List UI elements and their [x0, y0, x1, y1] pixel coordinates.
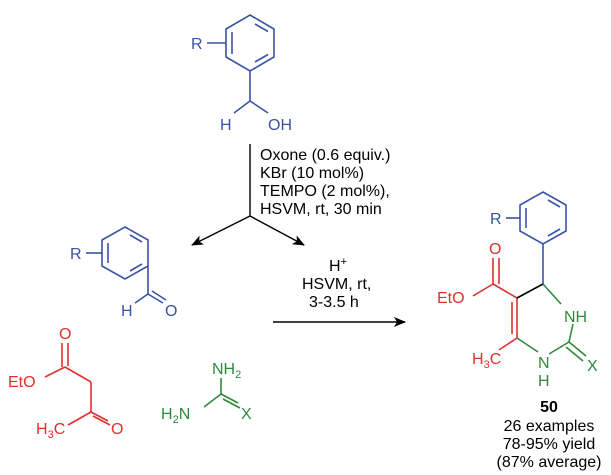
oxidation-arrows	[191, 144, 305, 246]
product-eto-label: EtO	[437, 290, 465, 307]
benzyl-alcohol-h-label: H	[220, 117, 232, 134]
arrow-to-product-branch	[249, 215, 305, 246]
product-methyl-label: H3C	[472, 351, 501, 371]
product-ring-h-label: H	[538, 373, 550, 390]
examples-count: 26 examples	[504, 418, 595, 435]
benzaldehyde-o-label: O	[165, 303, 177, 320]
benzyl-alcohol-oh-label: OH	[268, 117, 292, 134]
product-summary: 26 examples 78-95% yield (87% average)	[497, 418, 602, 471]
product-urea-fragment	[516, 283, 587, 362]
tempo-condition: TEMPO (2 mol%),	[260, 183, 390, 200]
product-phenyl-ring	[519, 191, 567, 245]
yield-range: 78-95% yield	[503, 436, 596, 453]
product-aryl	[506, 191, 567, 284]
cyclization-conditions: H+ HSVM, rt, 3-3.5 h	[302, 256, 371, 311]
urea-h2n-label: H2N	[161, 406, 190, 426]
oxone-condition: Oxone (0.6 equiv.)	[260, 147, 390, 164]
acetoacetate-eto-label: EtO	[8, 374, 36, 391]
ethyl-acetoacetate-structure	[44, 343, 111, 426]
urea-x-label: X	[241, 406, 252, 423]
benzyl-alcohol-structure	[207, 14, 275, 114]
hsvm-condition: HSVM, rt, 30 min	[260, 201, 382, 218]
product-carbonyl-o-label: O	[489, 241, 501, 258]
product-ring-bonds	[516, 283, 544, 299]
oxidation-conditions: Oxone (0.6 equiv.) KBr (10 mol%) TEMPO (…	[260, 147, 390, 218]
kbr-condition: KBr (10 mol%)	[260, 165, 364, 182]
acetoacetate-methyl-label: H3C	[36, 421, 65, 441]
cyclization-hsvm-condition: HSVM, rt,	[302, 276, 371, 293]
ketone-o-label: O	[111, 421, 123, 438]
product-x-label: X	[587, 358, 598, 375]
benzaldehyde-h-label: H	[121, 303, 133, 320]
benzyl-alcohol-r-label: R	[191, 36, 203, 53]
product-nh-label: NH	[564, 309, 587, 326]
product-ring-n-label: N	[538, 355, 550, 372]
product-ester	[472, 258, 518, 351]
benzyl-alcohol-ring	[225, 14, 275, 72]
urea-structure	[203, 378, 241, 409]
cyclization-time-condition: 3-3.5 h	[309, 294, 359, 311]
arrow-to-aldehyde	[191, 215, 251, 246]
benzaldehyde-r-label: R	[70, 246, 82, 263]
urea-nh2-top-label: NH2	[212, 361, 241, 381]
acid-catalyst-label: H+	[329, 256, 347, 275]
compound-number: 50	[540, 399, 558, 416]
product-r-label: R	[490, 211, 502, 228]
average-yield: (87% average)	[497, 454, 602, 471]
benzaldehyde-structure	[86, 226, 167, 304]
ester-carbonyl-o-label: O	[59, 326, 71, 343]
benzaldehyde-ring	[101, 226, 149, 280]
